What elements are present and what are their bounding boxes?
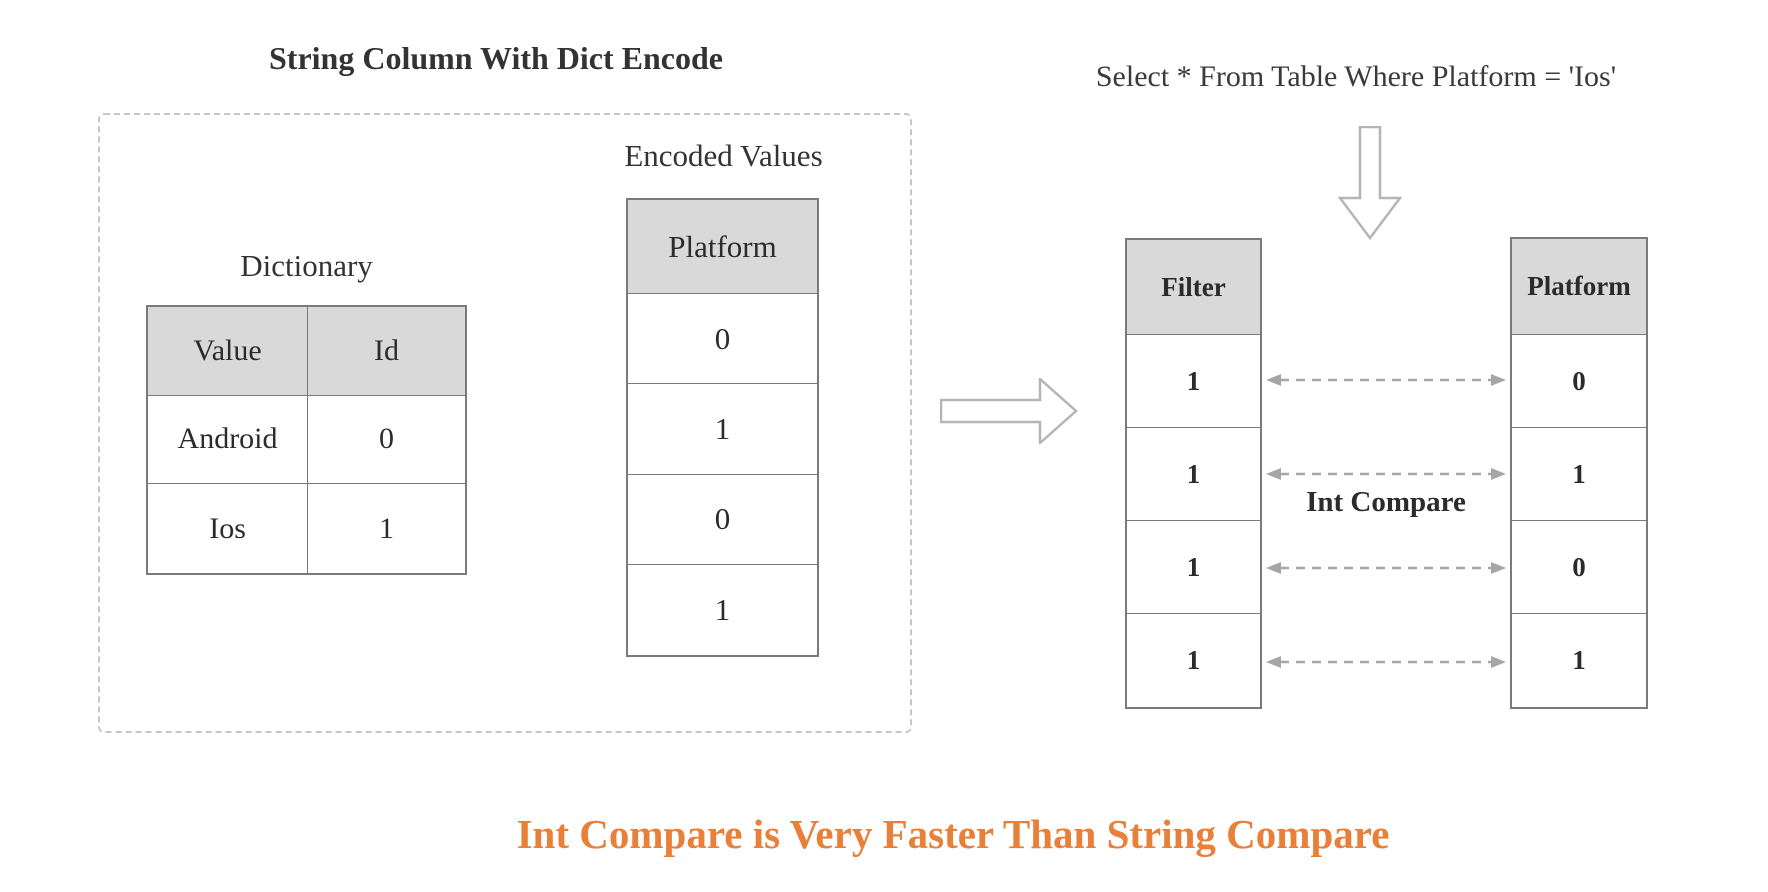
dictionary-cell: Ios	[148, 484, 309, 573]
encoded-values-table: Platform 0 1 0 1	[626, 198, 819, 657]
filter-header: Filter	[1127, 240, 1260, 335]
encoded-cell: 0	[628, 294, 817, 385]
dictionary-header-value: Value	[148, 307, 309, 396]
compare-arrow-icon	[1266, 468, 1506, 480]
diagram-title: String Column With Dict Encode	[269, 40, 723, 76]
platform-cell: 1	[1512, 428, 1646, 521]
dict-encode-group-box	[98, 113, 912, 733]
dictionary-cell: 0	[308, 396, 465, 485]
filter-cell: 1	[1186, 645, 1201, 675]
encoded-values-label: Encoded Values	[624, 138, 823, 173]
platform-header: Platform	[1512, 239, 1646, 335]
filter-table: Filter 1 1 1 1	[1125, 238, 1262, 709]
filter-cell: 1	[1127, 335, 1260, 428]
encoded-cell: 1	[628, 384, 817, 475]
platform-table: Platform 0 1 0 1	[1510, 237, 1648, 709]
dictionary-label: Dictionary	[240, 248, 373, 283]
dictionary-cell: 1	[379, 511, 395, 545]
encoded-header-platform: Platform	[628, 200, 817, 294]
encoded-cell: 1	[714, 591, 731, 627]
dictionary-table: Value Id Android 0 Ios 1	[146, 305, 467, 575]
dictionary-cell: Android	[148, 395, 309, 485]
filter-cell: 1	[1127, 521, 1260, 614]
int-compare-label: Int Compare	[1306, 486, 1466, 518]
dictionary-header-id: Id	[308, 307, 465, 396]
sql-query-text: Select * From Table Where Platform = 'Io…	[1095, 60, 1617, 93]
platform-cell: 0	[1512, 335, 1646, 428]
down-arrow-icon	[1338, 126, 1402, 240]
compare-arrow-icon	[1266, 656, 1506, 668]
right-arrow-icon	[940, 378, 1078, 444]
platform-cell: 1	[1572, 645, 1586, 675]
encoded-cell: 0	[628, 475, 817, 565]
caption-text: Int Compare is Very Faster Than String C…	[516, 811, 1390, 857]
platform-cell: 0	[1512, 521, 1646, 614]
compare-arrow-icon	[1266, 562, 1506, 574]
filter-cell: 1	[1127, 428, 1260, 521]
compare-arrow-icon	[1266, 374, 1506, 386]
